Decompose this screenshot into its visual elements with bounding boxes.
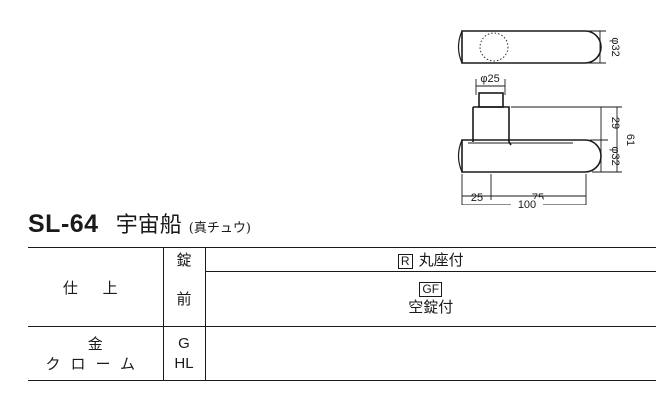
material-note: (真チュウ)	[188, 221, 251, 236]
finish-name-gold: 金	[87, 334, 103, 353]
finish-names-cell: 金 クローム	[28, 326, 163, 381]
side-view: φ25 29 φ32 61 25 75	[457, 73, 636, 205]
top-dim-diameter-label: φ32	[609, 37, 621, 56]
side-lever-diameter-label: φ32	[609, 146, 621, 165]
rosette-header-cell: R 丸座付	[204, 247, 656, 272]
top-view-left-arc	[457, 30, 463, 64]
product-title: SL-64 宇宙船 (真チュウ)	[28, 207, 251, 241]
finish-spec-table: 仕 上 錠 R 丸座付 前 GF 空錠付 金 クローム G HL	[28, 247, 656, 381]
rosette-mark: R	[397, 254, 413, 269]
gf-label: 空錠付	[408, 297, 454, 316]
product-drawing: φ32 φ25 29 φ32 61 25 75	[457, 30, 636, 205]
lever-body	[461, 139, 602, 173]
side-total-height-label: 61	[624, 134, 636, 146]
top-view: φ32	[457, 30, 621, 64]
top-view-outline	[461, 30, 602, 64]
spindle-diameter-label: φ25	[480, 73, 499, 85]
rosette-label: 丸座付	[418, 251, 464, 269]
finish-name-chrome: クローム	[45, 354, 146, 373]
lock-header-bottom: 前	[162, 271, 205, 327]
lock-header-top: 錠	[162, 247, 205, 272]
finish-header: 仕 上	[62, 278, 128, 297]
finish-header-cell: 仕 上	[28, 247, 163, 327]
finish-codes-cell: G HL	[162, 326, 205, 381]
gf-mark: GF	[419, 281, 443, 297]
spindle-hole	[479, 32, 509, 62]
offset-length-label: 25	[471, 192, 483, 204]
product-name: 宇宙船	[115, 213, 182, 238]
gf-header-cell: GF 空錠付	[204, 271, 656, 327]
total-length-label: 100	[511, 199, 543, 211]
finish-code-chrome: HL	[174, 354, 194, 372]
finish-code-gold: G	[178, 334, 190, 352]
spindle-block	[478, 92, 504, 108]
lever-left-arc	[457, 139, 463, 173]
side-height-upper-label: 29	[609, 117, 621, 129]
availability-cell	[204, 326, 656, 381]
lever-neck	[472, 106, 512, 146]
model-number: SL-64	[28, 210, 99, 238]
